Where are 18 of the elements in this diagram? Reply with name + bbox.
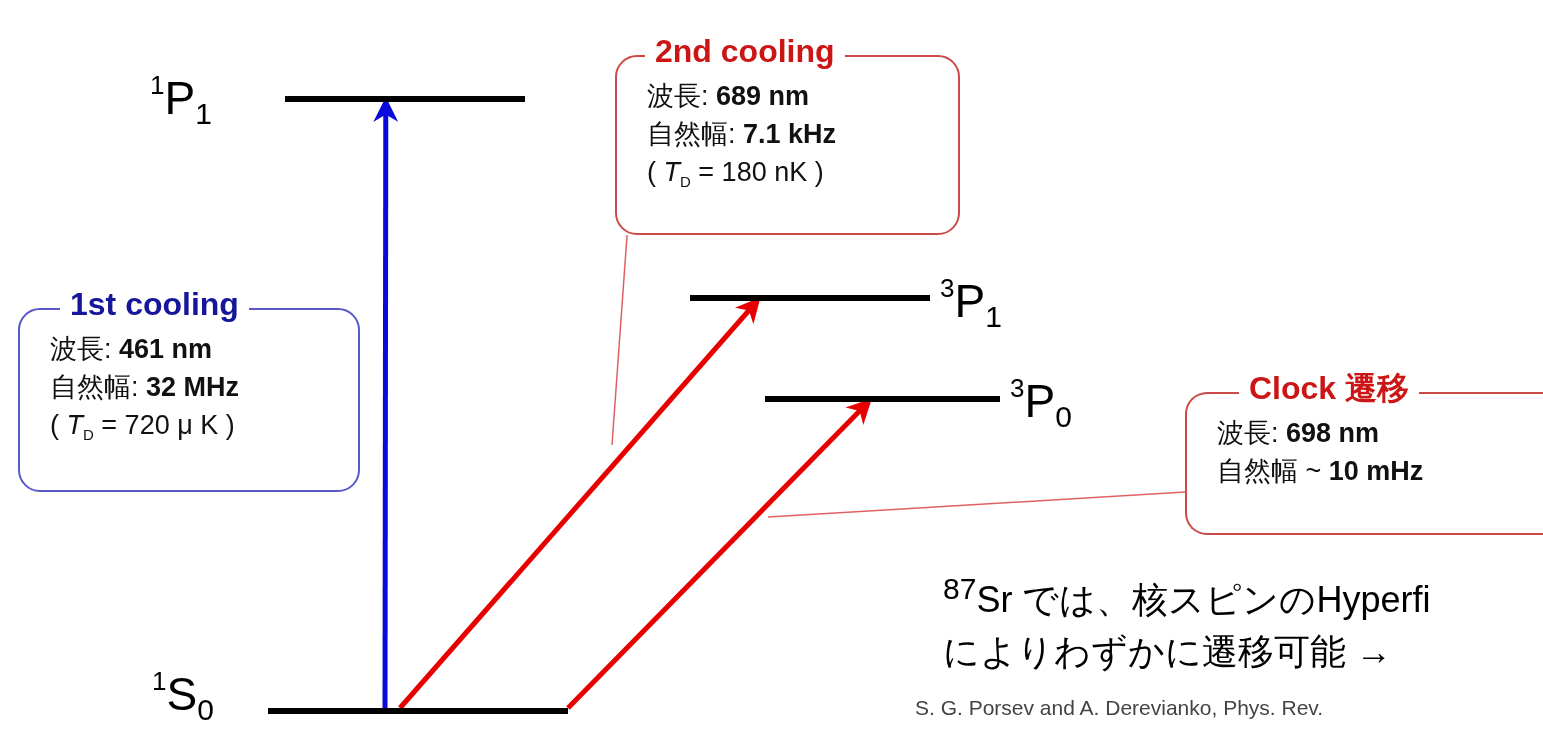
callout-text: 波長: 689 nm	[647, 80, 810, 113]
leader-line	[611, 234, 628, 446]
callout-text: 波長: 698 nm	[1217, 417, 1380, 450]
leader-line	[767, 491, 1186, 518]
note-text: によりわずかに遷移可能 →	[943, 630, 1392, 674]
callout-text: 自然幅: 32 MHz	[50, 371, 240, 404]
callout-text: ( T$_{D}$ = 720 μ K )	[50, 409, 235, 446]
callout-text: ( T$_{D}$ = 180 nK )	[647, 156, 824, 193]
level-label: $^{1}$S$_{0}$	[152, 668, 214, 725]
level-label: $^{1}$P$_{1}$	[150, 72, 212, 129]
callout-text: 自然幅 ~ 10 mHz	[1217, 455, 1424, 488]
level-label: $^{3}$P$_{0}$	[1010, 375, 1072, 432]
level-label: $^{3}$P$_{1}$	[940, 275, 1002, 332]
callout-text: 自然幅: 7.1 kHz	[647, 118, 837, 151]
callout-text: 波長: 461 nm	[50, 333, 213, 366]
citation-text: S. G. Porsev and A. Derevianko, Phys. Rev.	[915, 696, 1324, 720]
note-text: $^{87}$Sr では、核スピンのHyperfi	[943, 572, 1431, 622]
callout-heading: Clock 遷移	[1239, 370, 1420, 406]
